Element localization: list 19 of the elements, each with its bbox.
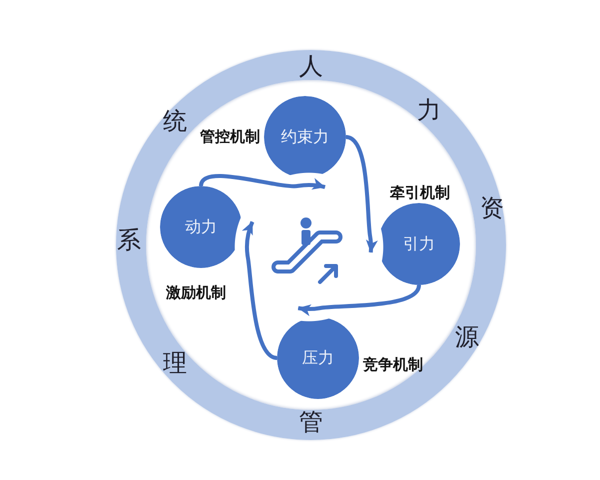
node-caption: 牵引机制 — [390, 186, 450, 200]
node-caption: 激励机制 — [166, 286, 226, 300]
ring-text: 力 — [417, 98, 441, 122]
curved-arrow — [345, 135, 378, 253]
ring-text: 理 — [163, 351, 187, 375]
ring-text: 系 — [117, 228, 141, 252]
curved-arrow — [242, 221, 278, 360]
circle-node: 压力 — [277, 317, 359, 399]
circle-node: 引力 — [378, 203, 460, 285]
ring-text: 源 — [455, 325, 479, 349]
circle-node: 约束力 — [264, 96, 346, 178]
node-caption: 管控机制 — [200, 130, 260, 144]
ring-band — [116, 50, 506, 440]
circle-node: 动力 — [160, 186, 242, 268]
ring-text: 管 — [299, 410, 323, 434]
node-caption: 竞争机制 — [363, 358, 423, 372]
ring-text: 人 — [299, 54, 323, 78]
ring-text: 统 — [163, 109, 187, 133]
ring-text: 资 — [480, 196, 504, 220]
